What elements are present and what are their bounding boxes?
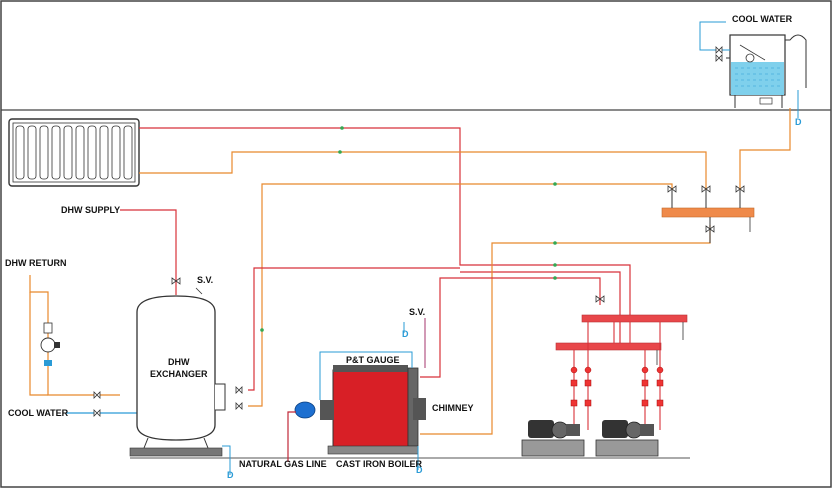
exchanger-hot-pipe (248, 267, 460, 391)
dhw-supply-label: DHW SUPPLY (61, 205, 121, 215)
solar-collector (8, 118, 140, 187)
return-pipe-top (139, 151, 707, 190)
cool-water-feed-top (699, 21, 730, 51)
drain-line-exchanger (222, 445, 231, 475)
drain-label-sv: D (402, 329, 409, 339)
pump-valves (570, 366, 664, 407)
cast-iron-boiler-label: CAST IRON BOILER (336, 459, 423, 469)
pump-2 (595, 420, 659, 457)
hot-supply-pipe (139, 127, 631, 320)
dhw-return-pump (40, 322, 60, 366)
return-pipe-exchanger (248, 183, 673, 407)
chimney (413, 398, 426, 420)
drain-label-top: D (795, 117, 802, 127)
chimney-label: CHIMNEY (432, 403, 474, 413)
hot-supply-pipe-2 (460, 271, 621, 345)
pump-1 (521, 420, 585, 457)
expansion-tank (729, 34, 807, 108)
dhw-exchanger-label-2: EXCHANGER (150, 369, 208, 379)
pt-gauge-label: P&T GAUGE (346, 355, 400, 365)
cast-iron-boiler (294, 365, 419, 455)
dhw-return-pipe (29, 275, 120, 396)
return-header (661, 190, 755, 243)
drain-label-exchanger: D (227, 470, 234, 480)
dhw-exchanger-label-1: DHW (168, 357, 190, 367)
flow-markers (260, 126, 557, 332)
valve-icons (93, 185, 745, 417)
cool-water-top-label: COOL WATER (732, 14, 793, 24)
supply-header-upper (581, 314, 688, 340)
dhw-supply-pipe (120, 209, 177, 295)
gas-line (287, 411, 296, 462)
return-pipe-expansion (739, 108, 791, 190)
cool-water-left-label: COOL WATER (8, 408, 69, 418)
drain-label-boiler: D (416, 465, 423, 475)
natural-gas-line-label: NATURAL GAS LINE (239, 459, 327, 469)
supply-header-lower (555, 342, 662, 365)
boiler-hot-pipe (420, 277, 601, 378)
pt-gauge-line (319, 351, 413, 400)
sv-boiler-label: S.V. (409, 307, 426, 317)
dhw-return-label: DHW RETURN (5, 258, 67, 268)
sv-exchanger-label: S.V. (197, 275, 214, 285)
dhw-exchanger-tank (129, 295, 226, 457)
valve-icon (715, 46, 723, 62)
pump-risers (573, 322, 661, 430)
